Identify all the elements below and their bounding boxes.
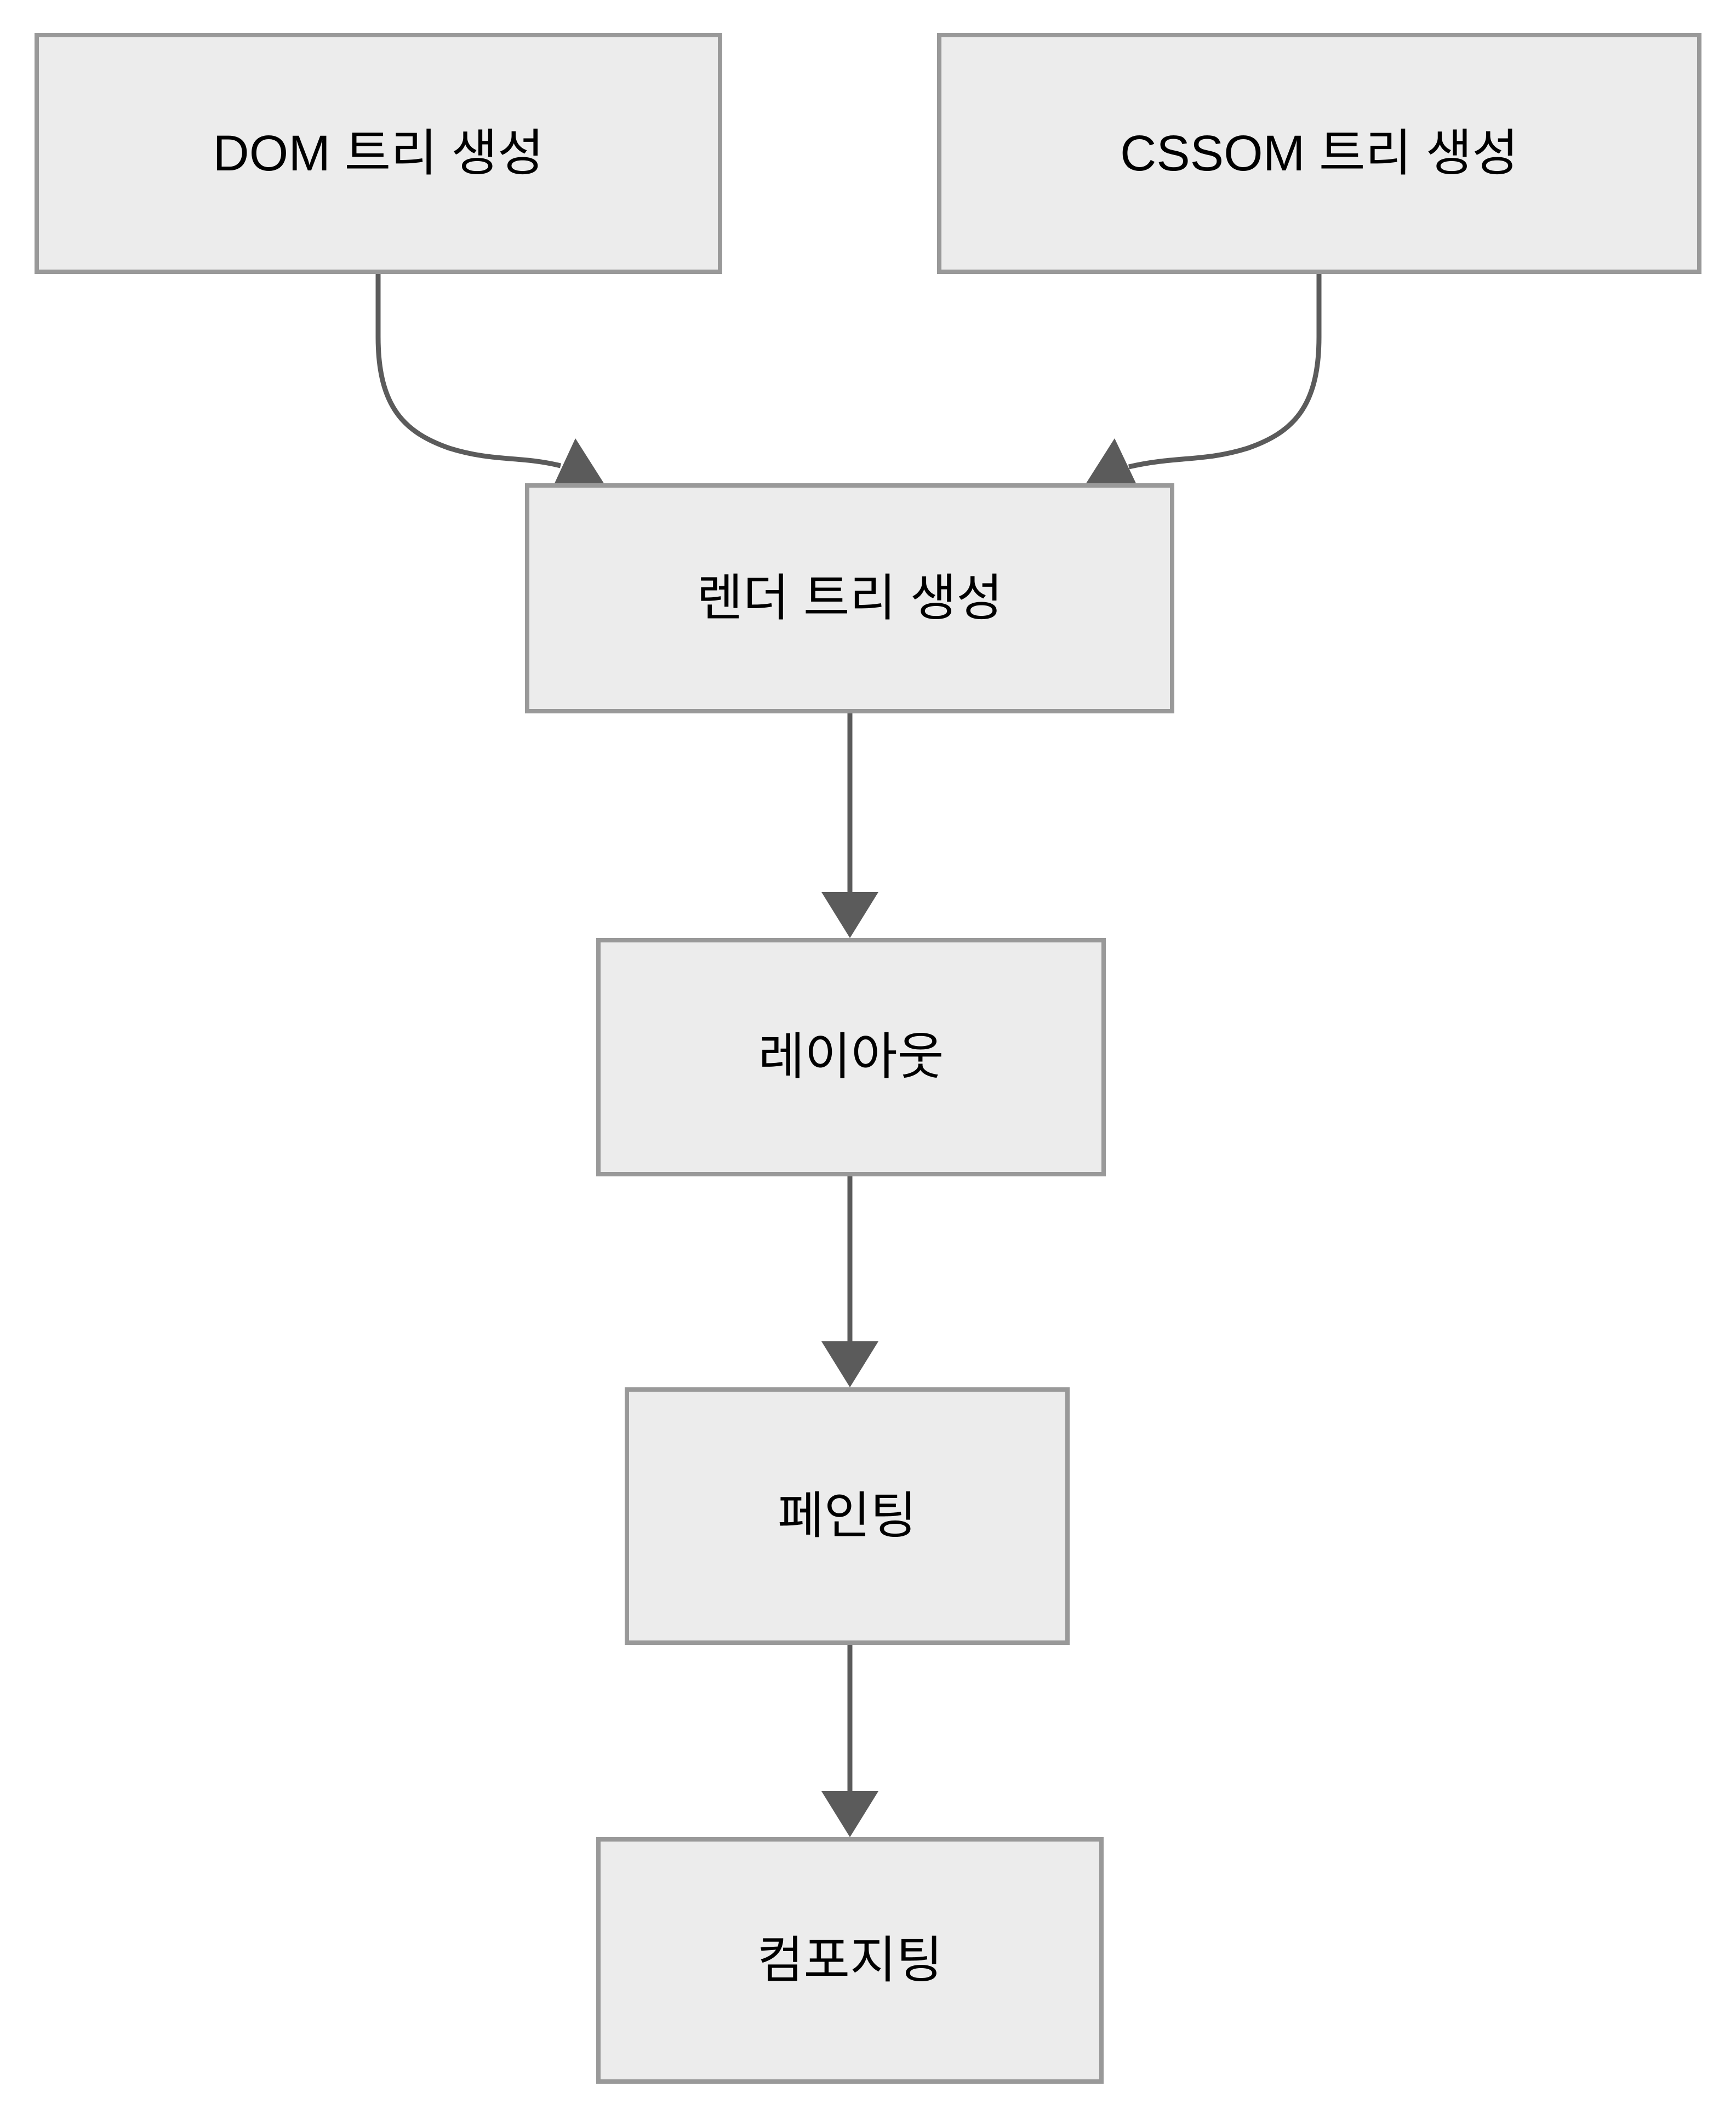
arrowhead-paint-to-composite	[821, 1791, 878, 1837]
node-compositing: 컴포지팅	[596, 1837, 1104, 2084]
node-render-tree-label: 렌더 트리 생성	[696, 570, 1003, 626]
edge-dom-to-render	[375, 274, 562, 468]
node-layout: 레이아웃	[596, 938, 1106, 1176]
node-cssom-tree: CSSOM 트리 생성	[937, 33, 1701, 274]
node-compositing-label: 컴포지팅	[757, 1932, 943, 1988]
node-render-tree: 렌더 트리 생성	[525, 483, 1174, 713]
arrowhead-layout-to-paint	[821, 1341, 878, 1387]
node-painting: 페인팅	[625, 1387, 1070, 1645]
node-dom-tree-label: DOM 트리 생성	[213, 125, 544, 181]
arrowhead-dom-to-render	[555, 438, 604, 483]
node-dom-tree: DOM 트리 생성	[35, 33, 722, 274]
arrowhead-render-to-layout	[821, 892, 878, 938]
node-layout-label: 레이아웃	[758, 1029, 944, 1085]
node-cssom-tree-label: CSSOM 트리 생성	[1120, 125, 1519, 181]
node-painting-label: 페인팅	[778, 1488, 917, 1544]
arrowhead-cssom-to-render	[1086, 438, 1136, 483]
edge-cssom-to-render	[1128, 274, 1322, 470]
